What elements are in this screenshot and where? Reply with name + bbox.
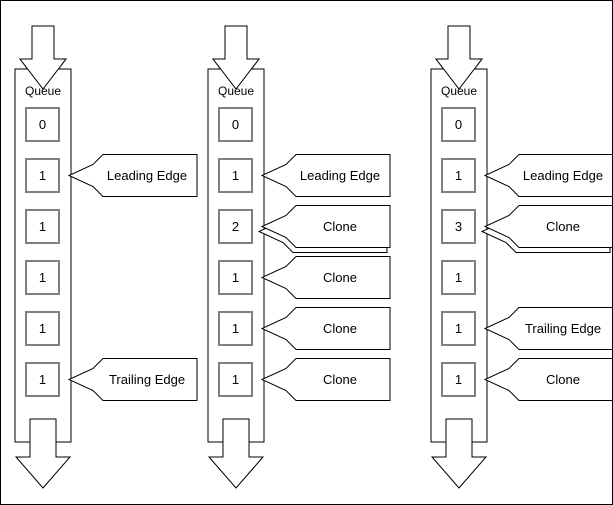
column-1-cell-4-value: 1 bbox=[39, 321, 46, 336]
column-2-cell-4-box bbox=[218, 311, 253, 346]
column-2-cell-1-callout: Leading Edge bbox=[260, 154, 391, 197]
column-1-outflow-arrow bbox=[14, 418, 72, 489]
column-1-cell-4-box bbox=[25, 311, 60, 346]
column-3-cell-1-box bbox=[441, 158, 476, 193]
column-1-cell-1-callout-label: Leading Edge bbox=[107, 168, 187, 183]
column-3-outflow-arrow-shape bbox=[430, 418, 488, 489]
column-1-cell-0-value: 0 bbox=[39, 117, 46, 132]
column-2-cell-4-callout-label: Clone bbox=[323, 321, 357, 336]
column-1-queue-label: Queue bbox=[25, 84, 61, 98]
column-3-cell-5-box bbox=[441, 362, 476, 397]
column-2-inflow-arrow-overlay bbox=[211, 25, 261, 90]
column-3-cell-3-box bbox=[441, 260, 476, 295]
column-3-cell-3-value: 1 bbox=[455, 270, 462, 285]
column-2-cell-4-callout-shape bbox=[260, 307, 391, 350]
column-2-cell-3-callout-shape bbox=[260, 256, 391, 299]
column-2-cell-3-value: 1 bbox=[232, 270, 239, 285]
column-2-cell-5-callout: Clone bbox=[260, 358, 391, 401]
column-3-cell-2-callout: Clone bbox=[483, 205, 612, 248]
column-3-cell-5-callout: Clone bbox=[483, 358, 612, 401]
column-1-inflow-arrow-overlay-shape bbox=[18, 25, 68, 90]
column-2-cell-1-box bbox=[218, 158, 253, 193]
column-2-cell-2-box bbox=[218, 209, 253, 244]
column-1-cell-3-box bbox=[25, 260, 60, 295]
column-2-cell-1-callout-label: Leading Edge bbox=[300, 168, 380, 183]
column-1-cell-1-value: 1 bbox=[39, 168, 46, 183]
column-1-cell-5-value: 1 bbox=[39, 372, 46, 387]
column-1-cell-1-callout: Leading Edge bbox=[67, 154, 198, 197]
column-1-cell-1-callout-shape bbox=[67, 154, 198, 197]
column-3-cell-5-callout-shape bbox=[483, 358, 612, 401]
column-1-cell-5-callout: Trailing Edge bbox=[67, 358, 198, 401]
column-2-cell-2-value: 2 bbox=[232, 219, 239, 234]
column-2-cell-2-callout-label: Clone bbox=[323, 219, 357, 234]
column-3-cell-0-value: 0 bbox=[455, 117, 462, 132]
column-2-cell-5-callout-label: Clone bbox=[323, 372, 357, 387]
column-3-outflow-arrow bbox=[430, 418, 488, 489]
column-2-cell-1-value: 1 bbox=[232, 168, 239, 183]
column-3-cell-1-value: 1 bbox=[455, 168, 462, 183]
column-2-cell-5-box bbox=[218, 362, 253, 397]
column-2-cell-3-callout: Clone bbox=[260, 256, 391, 299]
column-2-cell-0-value: 0 bbox=[232, 117, 239, 132]
column-2-cell-0-box bbox=[218, 107, 253, 142]
column-1-cell-1-box bbox=[25, 158, 60, 193]
column-3-cell-5-value: 1 bbox=[455, 372, 462, 387]
column-3-cell-5-callout-label: Clone bbox=[546, 372, 580, 387]
column-2-cell-2-callout: Clone bbox=[260, 205, 391, 248]
column-1-cell-5-callout-label: Trailing Edge bbox=[109, 372, 185, 387]
column-3-cell-0-box bbox=[441, 107, 476, 142]
column-1-outflow-arrow-shape bbox=[14, 418, 72, 489]
column-3-cell-4-callout: Trailing Edge bbox=[483, 307, 612, 350]
column-1-inflow-arrow-overlay bbox=[18, 25, 68, 90]
column-3-cell-1-callout: Leading Edge bbox=[483, 154, 612, 197]
column-3-cell-4-box bbox=[441, 311, 476, 346]
column-1-cell-0-box bbox=[25, 107, 60, 142]
column-2-cell-3-box bbox=[218, 260, 253, 295]
column-1-cell-5-box bbox=[25, 362, 60, 397]
column-3-cell-2-box bbox=[441, 209, 476, 244]
column-3-cell-2-callout-shape bbox=[483, 205, 612, 248]
column-3-cell-2-value: 3 bbox=[455, 219, 462, 234]
column-3-cell-4-callout-label: Trailing Edge bbox=[525, 321, 601, 336]
column-2-cell-2-callout-shape bbox=[260, 205, 391, 248]
column-1-cell-3-value: 1 bbox=[39, 270, 46, 285]
column-3-queue-label: Queue bbox=[441, 84, 477, 98]
column-2-outflow-arrow bbox=[207, 418, 265, 489]
column-2-cell-5-value: 1 bbox=[232, 372, 239, 387]
column-2-cell-1-callout-shape bbox=[260, 154, 391, 197]
column-2-cell-4-callout: Clone bbox=[260, 307, 391, 350]
column-3-cell-1-callout-label: Leading Edge bbox=[523, 168, 603, 183]
column-2-outflow-arrow-shape bbox=[207, 418, 265, 489]
column-3-inflow-arrow-overlay-shape bbox=[434, 25, 484, 90]
column-3-cell-4-callout-shape bbox=[483, 307, 612, 350]
column-1-cell-2-value: 1 bbox=[39, 219, 46, 234]
column-3-cell-4-value: 1 bbox=[455, 321, 462, 336]
column-3-cell-1-callout-shape bbox=[483, 154, 612, 197]
column-3-cell-2-callout-label: Clone bbox=[546, 219, 580, 234]
column-2-cell-4-value: 1 bbox=[232, 321, 239, 336]
column-2-cell-5-callout-shape bbox=[260, 358, 391, 401]
column-1-cell-5-callout-shape bbox=[67, 358, 198, 401]
column-3-inflow-arrow-overlay bbox=[434, 25, 484, 90]
column-2-cell-3-callout-label: Clone bbox=[323, 270, 357, 285]
column-1-cell-2-box bbox=[25, 209, 60, 244]
column-2-inflow-arrow-overlay-shape bbox=[211, 25, 261, 90]
column-2-queue-label: Queue bbox=[218, 84, 254, 98]
